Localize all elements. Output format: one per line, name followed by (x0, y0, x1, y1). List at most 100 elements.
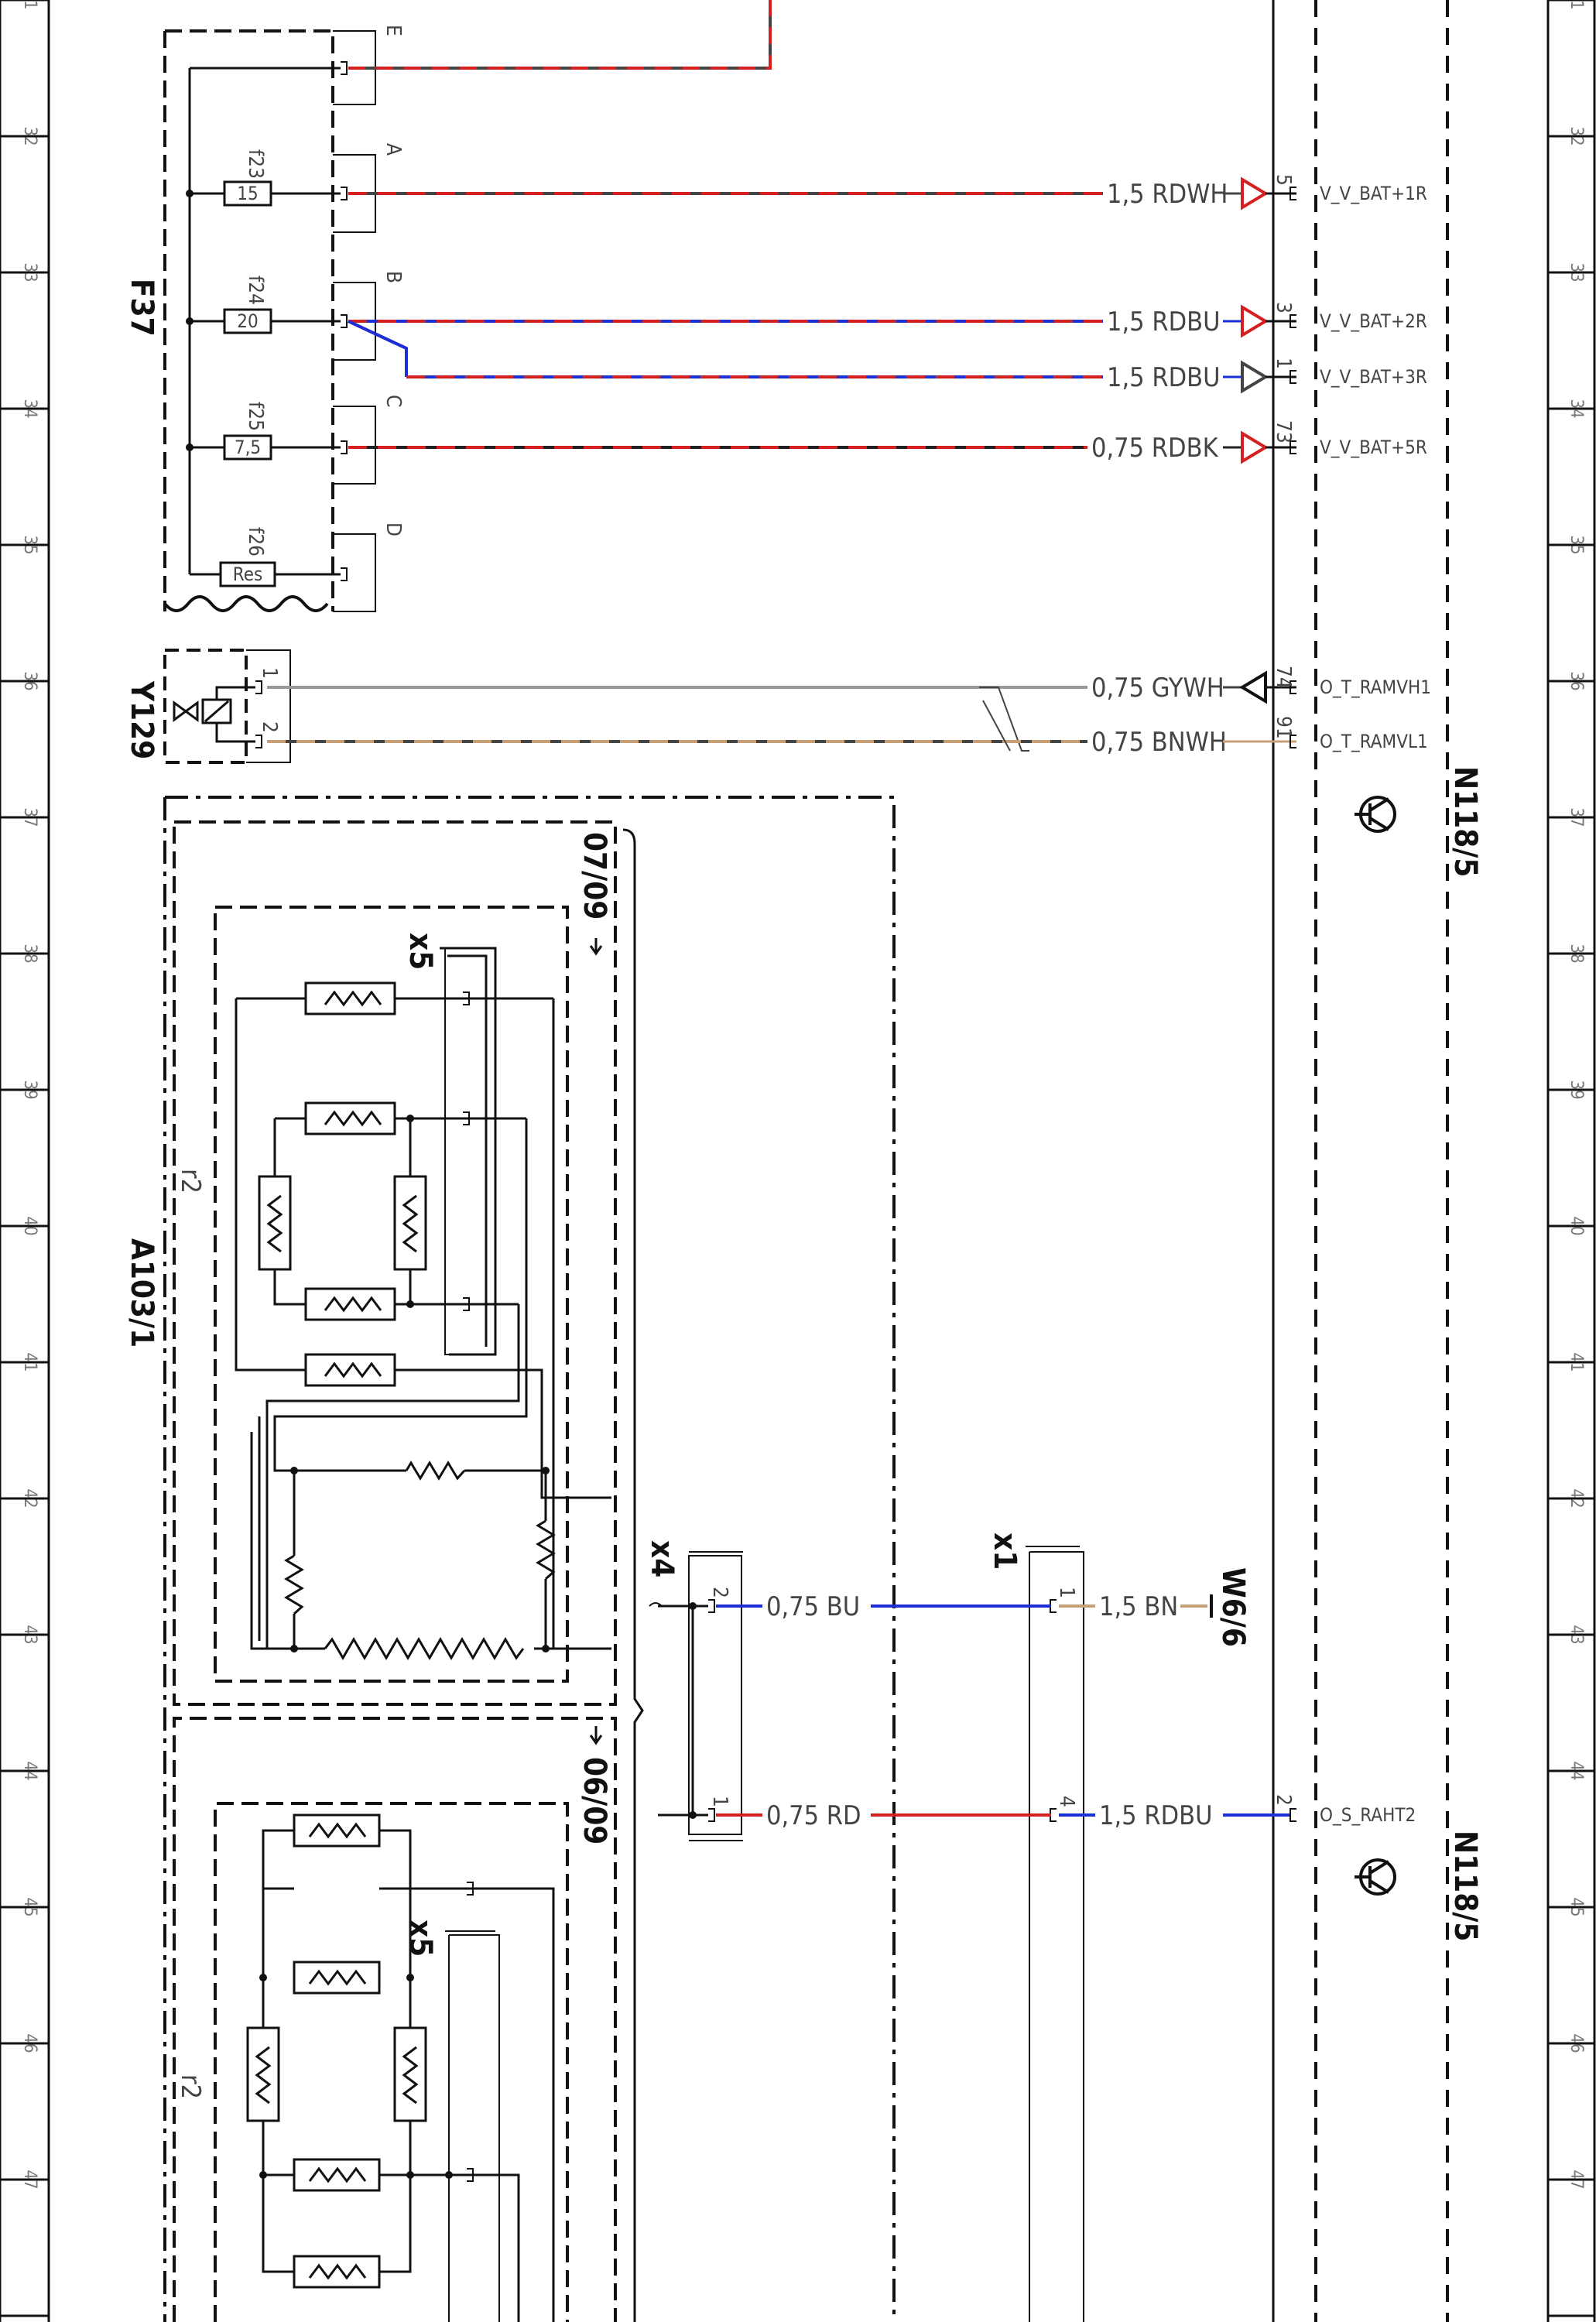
resistor-icon (405, 1461, 466, 1481)
control-unit-top: N118/5 (1355, 766, 1483, 877)
connector-x4: 2 1 x4 (644, 1540, 743, 1841)
wire-ramvh1-signal: O_T_RAMVH1 (1320, 676, 1431, 698)
row-number-right: 39 (1567, 1080, 1586, 1099)
resistor-icon (536, 1519, 556, 1581)
fuse-f26: Res f26 (219, 527, 276, 587)
row-number-left: 39 (20, 1080, 39, 1099)
row-number-left: 40 (20, 1216, 39, 1235)
wire-x1-pin1-label: 1,5 BN (1099, 1591, 1178, 1622)
fuse-f23-id: f23 (244, 149, 267, 179)
wire-v-bat-3r-label: 1,5 RDBU (1107, 362, 1221, 393)
row-number-right: 36 (1567, 671, 1586, 690)
resistor-icon (293, 1813, 381, 1848)
row-number-left: 33 (20, 262, 39, 282)
row-number-right: 31 (1567, 0, 1586, 10)
row-number-right: 38 (1567, 944, 1586, 963)
heater-unit-a103-1: A103/1 07/09 06/09 r2 r2 x5 x5 (124, 796, 896, 2322)
heater-date-top: 07/09 (577, 832, 612, 920)
fuse-f24-rating: 20 (237, 310, 258, 332)
connector-x4-pin-1: 1 (708, 1796, 731, 1807)
resistor-icon (293, 1961, 381, 1995)
heater-connector-top: x5 (402, 933, 438, 970)
resistor-icon (284, 1554, 304, 1615)
resistor-icon (246, 2026, 280, 2122)
wire-v-bat-2r-signal: V_V_BAT+2R (1320, 310, 1427, 332)
wire-x1-pin4-label: 1,5 RDBU (1099, 1800, 1213, 1831)
f37-letter-a: A (382, 143, 405, 156)
row-number-left: 38 (20, 944, 39, 963)
wire-v-bat-3r-pin: 1 (1272, 358, 1295, 369)
row-number-left: 36 (20, 671, 39, 690)
connector-x5-top (444, 947, 496, 1355)
row-number-right: 46 (1567, 2033, 1586, 2053)
wire-ramvl1-pin: 91 (1272, 716, 1295, 739)
fuse-f25-id: f25 (244, 402, 267, 431)
connector-x1: 1 4 x1 (987, 1533, 1084, 2322)
connector-x1-pin-1: 1 (1055, 1587, 1078, 1598)
row-number-right: 32 (1567, 126, 1586, 146)
row-number-left: 41 (20, 1352, 39, 1372)
row-number-right: 47 (1567, 2170, 1586, 2189)
wire-e-upward (348, 0, 772, 70)
ground-code: W6/6 (1215, 1567, 1251, 1647)
resistor-icon (324, 1637, 525, 1660)
connector-x5-bottom (445, 1882, 500, 2322)
wire-b-branch (348, 320, 408, 377)
connector-x1-code: x1 (987, 1533, 1022, 1570)
resistor-icon (393, 1175, 427, 1271)
heater-connector-bottom: x5 (402, 1920, 438, 1957)
wire-ramvh1: 0,75 GYWH 74 O_T_RAMVH1 (267, 666, 1431, 752)
fuse-f25: 7,5 f25 (186, 402, 341, 461)
row-number-right: 34 (1567, 399, 1586, 418)
wire-v-bat-3r: 1,5 RDBU 1 V_V_BAT+3R (406, 358, 1427, 394)
wire-x4-pin2-label: 0,75 BU (766, 1591, 860, 1622)
wire-v-bat-5r-signal: V_V_BAT+5R (1320, 437, 1427, 458)
fuse-f26-id: f26 (244, 527, 267, 557)
row-number-right: 33 (1567, 262, 1586, 282)
row-number-right: 41 (1567, 1352, 1586, 1372)
resistor-icon (304, 1101, 396, 1135)
wire-rahp-signal: O_S_RAHT2 (1320, 1804, 1416, 1826)
row-number-left: 35 (20, 535, 39, 554)
resistor-icon (293, 2158, 381, 2192)
f37-letter-d: D (382, 522, 405, 536)
valve-y129-code: Y129 (124, 680, 159, 759)
fuse-block-f37: 15 f23 20 f24 7,5 f25 Res f26 (124, 25, 405, 612)
f37-code: F37 (124, 279, 159, 337)
fuse-f23-rating: 15 (237, 183, 258, 204)
row-number-right: 40 (1567, 1216, 1586, 1235)
resistor-icon (304, 1287, 396, 1321)
resistor-network-top (235, 947, 611, 1650)
valve-y129: 1 2 Y129 (124, 649, 291, 764)
row-number-left: 32 (20, 126, 39, 146)
control-unit-bottom: N118/5 (1355, 1831, 1483, 1941)
heater-unit-code: A103/1 (124, 1238, 159, 1348)
row-number-left: 47 (20, 2170, 39, 2189)
connector-x4-pin-2: 2 (708, 1587, 731, 1598)
row-number-left: 45 (20, 1897, 39, 1916)
resistor-icon (258, 1175, 292, 1271)
fuse-f26-rating: Res (233, 563, 262, 585)
connector-x1-pin-4: 4 (1055, 1796, 1078, 1807)
fuse-f24-id: f24 (244, 276, 267, 305)
wire-ramvl1: 0,75 BNWH 91 O_T_RAMVL1 (267, 700, 1428, 758)
connector-x4-code: x4 (644, 1540, 680, 1577)
wire-v-bat-2r-pin: 3 (1272, 302, 1295, 313)
heater-sub-code-bottom: r2 (175, 2074, 206, 2099)
row-number-left: 34 (20, 399, 39, 418)
row-number-left: 42 (20, 1488, 39, 1508)
row-number-right: 43 (1567, 1625, 1586, 1644)
wire-rahp-pin: 2 (1272, 1794, 1295, 1806)
wire-x4-pin1: 0,75 RD 1,5 RDBU 2 O_S_RAHT2 (716, 1794, 1416, 1831)
wire-ramvh1-label: 0,75 GYWH (1091, 673, 1224, 704)
arrow-down-icon (589, 938, 603, 956)
transistor-icon (1355, 796, 1396, 833)
row-number-left: 43 (20, 1625, 39, 1644)
row-number-right: 42 (1567, 1488, 1586, 1508)
heater-date-bottom: 06/09 (577, 1757, 612, 1844)
f37-letter-e: E (382, 25, 405, 36)
resistor-icon (293, 2255, 381, 2289)
wire-v-bat-1r-pin: 5 (1272, 174, 1295, 186)
row-number-right: 44 (1567, 1761, 1586, 1780)
